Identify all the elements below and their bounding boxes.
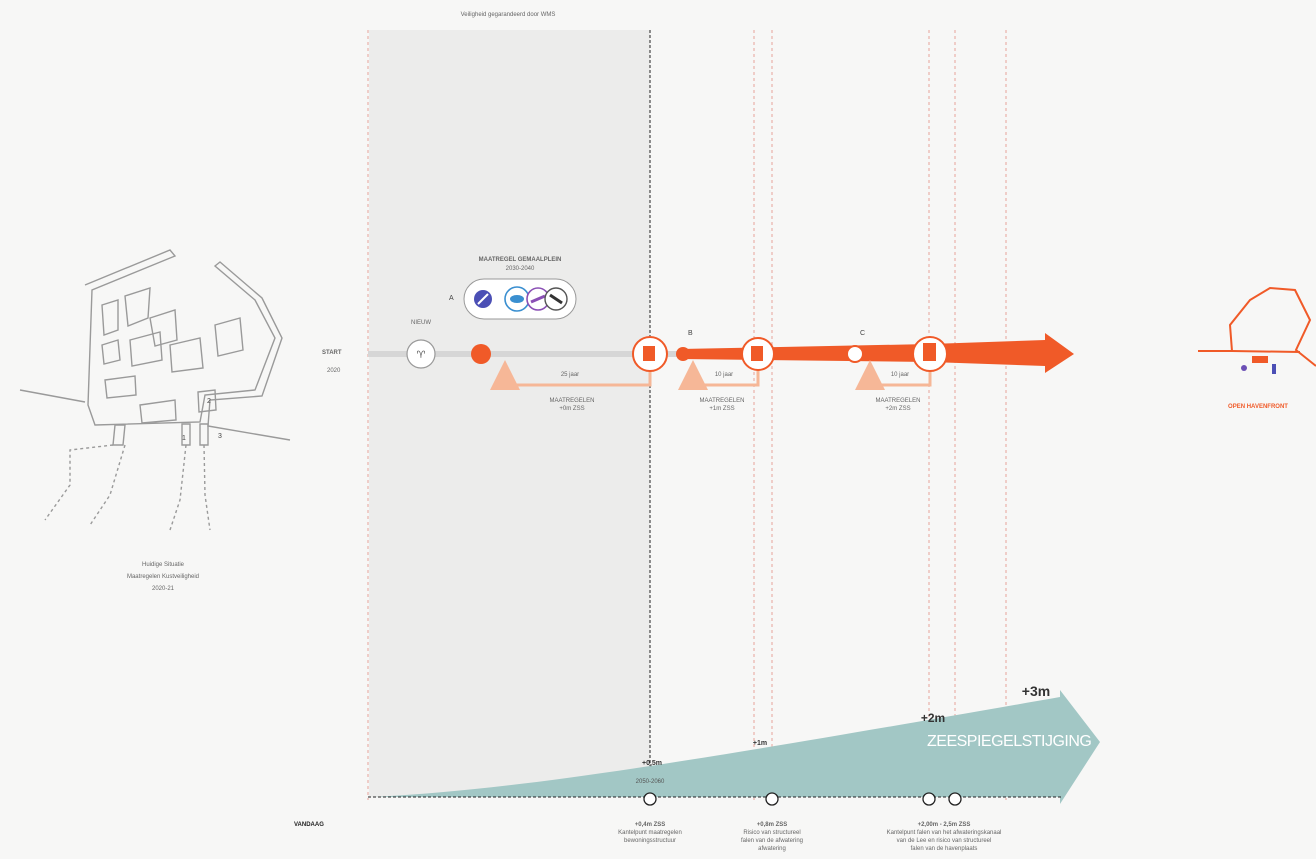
return-arrows [490,360,932,390]
marker-3m: +3m [1021,683,1051,699]
caption-2-line2: Risico van structureel [743,830,801,836]
marker-2m: +2m [920,711,946,725]
map-caption-1: Huidige Situatie [141,562,185,568]
vandaag-label: VANDAAG [294,822,324,828]
caption-2-line3: falen van de afwatering [740,838,804,844]
map-number-3: 3 [218,433,222,440]
caption-3-line1: +2,00m - 2,5m ZSS [917,822,971,828]
start-year: 2020 [327,368,341,374]
sealevel-label: ZEESPIEGELSTIJGING [927,733,1092,750]
return-time-1: 25 jaar [560,372,580,378]
left-map [19,249,291,531]
map-number-1: 1 [182,435,186,442]
maatregel-1-line1: MAATREGELEN [549,398,595,404]
caption-1-line3: bewoningsstructuur [623,838,677,844]
sealevel-wedge [372,690,1100,804]
year-label-2050: 2050-2060 [635,779,665,785]
return-time-3: 10 jaar [890,372,910,378]
caption-3-line2: Kantelpunt falen van het afwateringskana… [886,830,1002,836]
wms-safety-band [369,30,650,797]
nieuw-label: NIEUW [411,320,431,326]
caption-3-line3: van de Lee en risico van structureel [896,838,992,844]
map-caption-2: Maatregelen Kustveiligheid [126,574,200,580]
maatregel-3-line2: +2m ZSS [885,406,911,412]
svg-text:♈: ♈ [417,350,426,361]
maatregel-3-line1: MAATREGELEN [875,398,921,404]
caption-2-line4: afwatering [758,846,786,852]
maatregel-2-line2: +1m ZSS [709,406,735,412]
wms-note: Veiligheid gegarandeerd door WMS [460,12,556,18]
caption-1-line1: +0,4m ZSS [634,822,666,828]
map-caption-3: 2020-21 [151,586,175,592]
caption-1-line2: Kantelpunt maatregelen [618,830,682,836]
sealevel-markers [643,792,962,806]
timeline-nodes: ♈ [406,336,948,372]
return-time-2: 10 jaar [714,372,734,378]
letter-b: B [688,330,693,337]
maatregel-1-line2: +0m ZSS [559,406,585,412]
caption-3-line4: falen van de havenplaats [910,846,978,852]
map-number-2: 2 [207,398,211,405]
vertical-guide-lines [367,30,1007,800]
letter-c: C [860,330,866,337]
pathway-arrow [680,333,1074,373]
maatregel-2-line1: MAATREGELEN [699,398,745,404]
letter-a: A [449,295,454,302]
marker-1m: +1m [752,740,768,747]
measure-cluster [463,278,577,320]
start-label: START [322,350,342,356]
cluster-years: 2030-2040 [505,266,535,272]
caption-2-line1: +0,8m ZSS [756,822,788,828]
cluster-title: MAATREGEL GEMAALPLEIN [478,257,562,263]
marker-05m: +0,5m [641,760,663,767]
open-havenfront-label: OPEN HAVENFRONT [1228,404,1288,410]
right-map [1198,286,1316,374]
